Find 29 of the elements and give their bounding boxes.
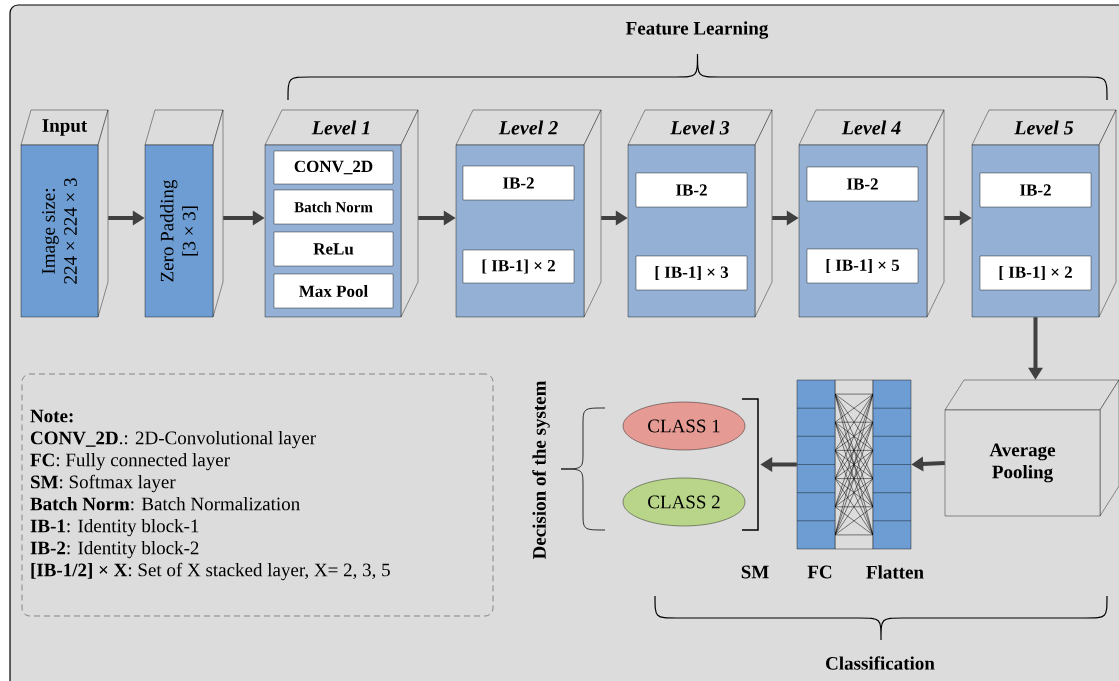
layer-box: Batch Norm	[273, 189, 394, 225]
node-label: Level 4	[841, 120, 901, 135]
padding-block: Zero Padding [3 × 3]	[144, 109, 224, 318]
neuron-column: Flatten	[866, 379, 924, 579]
node-label: Level 1	[311, 120, 370, 135]
layer-box: IB-2	[979, 172, 1092, 208]
layer-box: [ IB-1] × 2	[462, 249, 575, 284]
pooling-block: Average Pooling	[944, 379, 1119, 517]
layer-box: [ IB-1] × 2	[979, 255, 1092, 291]
node-label: Input	[42, 119, 88, 136]
section-heading: Classification	[826, 656, 935, 670]
layer-box: IB-2	[635, 172, 748, 208]
node-label: Level 2	[498, 120, 558, 135]
section-heading: Feature Learning	[626, 21, 769, 39]
node-label: Level 3	[670, 120, 730, 135]
layer-box: IB-2	[462, 165, 575, 201]
input-block: Image size: 224 × 224 × 3 Input	[20, 109, 109, 318]
node-label: Level 5	[1014, 120, 1074, 135]
node-label: Flatten	[866, 565, 924, 579]
neuron-column: FC	[796, 379, 836, 579]
layer-box: Max Pool	[273, 273, 394, 309]
side-label: Decision of the system	[532, 380, 550, 560]
layer-box: IB-2	[806, 166, 919, 202]
layer-box: ReLu	[273, 231, 394, 267]
layer-box: [ IB-1] × 5	[806, 248, 919, 284]
node-label: FC	[807, 565, 832, 579]
note-box: Note: CONV_2D.: 2D-Convolutional layer FC: Fully connected layer SM: Softmax layer Batch Norm: Batch Normalization IB-1: Identity block-1 IB-2: Identity block-2 [IB-1/2] × X: Set of X stacked layer, X= 2, 3, 5	[21, 373, 494, 617]
layer-box: [ IB-1] × 3	[635, 255, 748, 291]
layer-box: CONV_2D	[273, 150, 394, 185]
